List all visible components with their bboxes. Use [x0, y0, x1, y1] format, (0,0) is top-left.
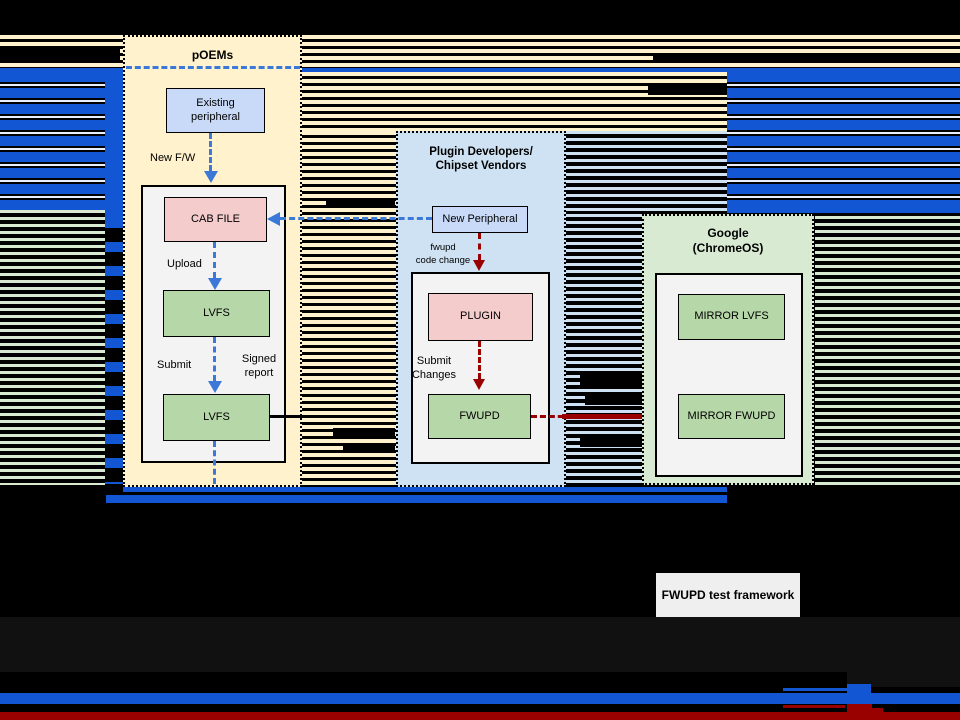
google-panel-title: Google (ChromeOS) — [642, 226, 814, 256]
glitch-black-bar — [648, 85, 727, 95]
glitch-blue-column — [105, 69, 123, 218]
lvfs-upper-box: LVFS — [163, 290, 270, 337]
poems-panel-title: pOEMs — [191, 48, 234, 62]
glitch-blue-bar-topright — [727, 202, 960, 213]
mirror-lvfs-box: MIRROR LVFS — [678, 294, 785, 340]
arrowhead-left-icon — [267, 212, 280, 226]
new-peripheral-box: New Peripheral — [432, 206, 528, 233]
signed-report-label: Signed report — [241, 353, 277, 380]
arrow-existing-to-cab — [209, 133, 212, 171]
arrow-plugin-to-fwupd — [478, 341, 481, 379]
glitch-black-bar — [653, 53, 960, 62]
glitch-black-bar — [585, 393, 643, 405]
glitch-blue-bar-a — [123, 487, 727, 492]
lvfs-lower-label: LVFS — [203, 410, 230, 423]
glitch-stripes-lightblue-top — [566, 131, 727, 214]
glitch-black-bar — [0, 47, 120, 60]
existing-peripheral-box: Existing peripheral — [166, 88, 265, 133]
google-title-line2: (ChromeOS) — [692, 241, 764, 255]
google-title-line1: Google — [707, 226, 749, 240]
arrow-newperipheral-to-cab — [280, 217, 432, 220]
glitch-stripes-blue-right — [727, 72, 960, 202]
fwupd-test-framework-label: FWUPD test framework — [661, 588, 795, 602]
glitch-stripes-green-right — [815, 216, 960, 485]
mirror-fwupd-label: MIRROR FWUPD — [687, 409, 776, 422]
glitch-stripes-green-left — [0, 210, 105, 485]
plugin-title-line2: Chipset Vendors — [435, 160, 527, 173]
glitch-dim-band — [0, 617, 960, 672]
arrow-lvfs-down-tail — [213, 441, 216, 484]
glitch-stripes-blue-left — [0, 72, 105, 210]
glitch-blue-bar-b — [106, 495, 727, 503]
submit-changes-label: Submit Changes — [404, 354, 464, 383]
glitch-blue-line — [0, 68, 960, 72]
submit-changes-line1: Submit — [416, 355, 452, 367]
glitch-dim-block — [847, 672, 960, 687]
arrow-newperipheral-down — [478, 233, 481, 260]
plugin-title-line1: Plugin Developers/ — [429, 146, 533, 158]
glitch-black-bar — [326, 198, 395, 207]
cab-file-label: CAB FILE — [191, 212, 240, 225]
plugin-box-label: PLUGIN — [460, 310, 501, 323]
fwupd-box: FWUPD — [428, 394, 531, 439]
plugin-panel-title: Plugin Developers/ Chipset Vendors — [396, 145, 566, 174]
arrow-fwupd-solid-segment — [562, 414, 642, 419]
glitch-red-square — [847, 704, 872, 713]
fwupd-box-label: FWUPD — [459, 409, 500, 422]
glitch-blue-dash-column — [105, 218, 123, 484]
glitch-stripes-tan-mid — [302, 72, 727, 131]
code-change-line1: fwupd — [430, 242, 456, 253]
upload-label: Upload — [167, 258, 202, 270]
glitch-stripes-tan-gap1 — [302, 131, 396, 487]
new-fw-label: New F/W — [150, 152, 196, 164]
glitch-blue-thin-line — [783, 688, 847, 691]
arrowhead-down-icon — [473, 379, 485, 390]
plugin-box: PLUGIN — [428, 293, 533, 341]
submit-changes-line2: Changes — [411, 369, 457, 382]
arrow-cab-to-lvfs — [213, 242, 216, 278]
fwupd-code-change-label: fwupd code change — [405, 242, 481, 268]
glitch-red-notch — [871, 708, 883, 713]
arrow-lvfs-to-fwupd — [270, 415, 412, 418]
code-change-line2: code change — [415, 254, 471, 266]
arrowhead-down-icon — [204, 171, 218, 183]
existing-peripheral-label: Existing peripheral — [191, 96, 240, 123]
glitch-red-bottom-bar — [0, 712, 960, 720]
glitch-black-bar — [580, 375, 643, 386]
cab-file-box: CAB FILE — [164, 197, 267, 242]
lvfs-lower-box: LVFS — [163, 394, 270, 441]
glitch-stripes-tan-topright — [302, 35, 960, 68]
arrowhead-down-icon — [208, 381, 222, 393]
glitch-blue-bottom-bar — [0, 693, 960, 704]
submit-label: Submit — [157, 359, 192, 371]
arrow-lvfs-to-lvfs — [213, 337, 216, 381]
mirror-lvfs-label: MIRROR LVFS — [694, 310, 769, 323]
glitch-black-bar — [580, 435, 643, 447]
fwupd-test-framework-box: FWUPD test framework — [656, 573, 800, 617]
glitch-black-bar — [333, 428, 395, 437]
glitch-black-bar — [343, 443, 395, 452]
new-peripheral-label: New Peripheral — [442, 212, 518, 225]
arrowhead-down-icon — [473, 260, 485, 271]
arrowhead-down-icon — [208, 278, 222, 290]
poems-dashed-divider — [126, 66, 300, 69]
glitch-red-thin-line — [783, 705, 845, 708]
lvfs-upper-label: LVFS — [203, 306, 230, 319]
mirror-fwupd-box: MIRROR FWUPD — [678, 394, 785, 439]
